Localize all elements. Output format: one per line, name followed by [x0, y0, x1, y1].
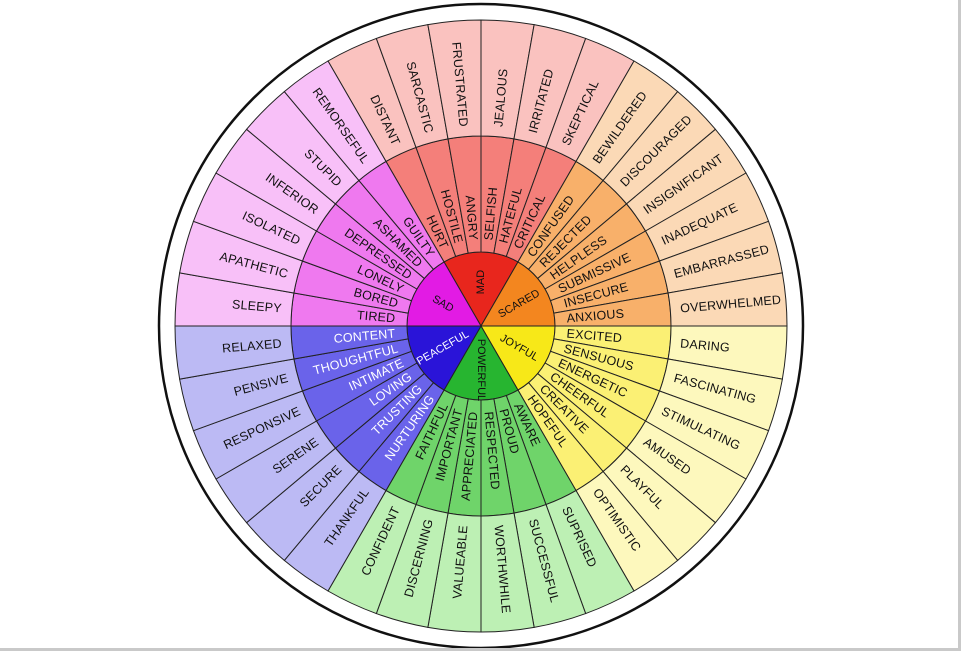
outer-label-valueable: VALUEABLE [450, 525, 470, 600]
core-label-powerful: POWERFUL [475, 339, 487, 401]
middle-label-angry: ANGRY [463, 195, 481, 242]
middle-label-content: CONTENT [333, 327, 396, 346]
middle-label-tired: TIRED [356, 308, 396, 325]
outer-ring-border [157, 2, 805, 648]
middle-label-selfish: SELFISH [482, 186, 501, 241]
outer-label-relaxed: RELAXED [222, 336, 283, 355]
outer-label-sleepy: SLEEPY [231, 297, 282, 315]
outer-sector-sad-6 [283, 60, 387, 182]
outer-label-jealous: JEALOUS [491, 68, 510, 127]
middle-label-respected: RESPECTED [482, 411, 503, 490]
middle-label-anxious: ANXIOUS [566, 307, 625, 326]
core-label-mad: MAD [475, 270, 487, 295]
outer-label-daring: DARING [680, 336, 731, 354]
middle-label-excited: EXCITED [566, 327, 623, 346]
wheel-segments [174, 19, 788, 633]
